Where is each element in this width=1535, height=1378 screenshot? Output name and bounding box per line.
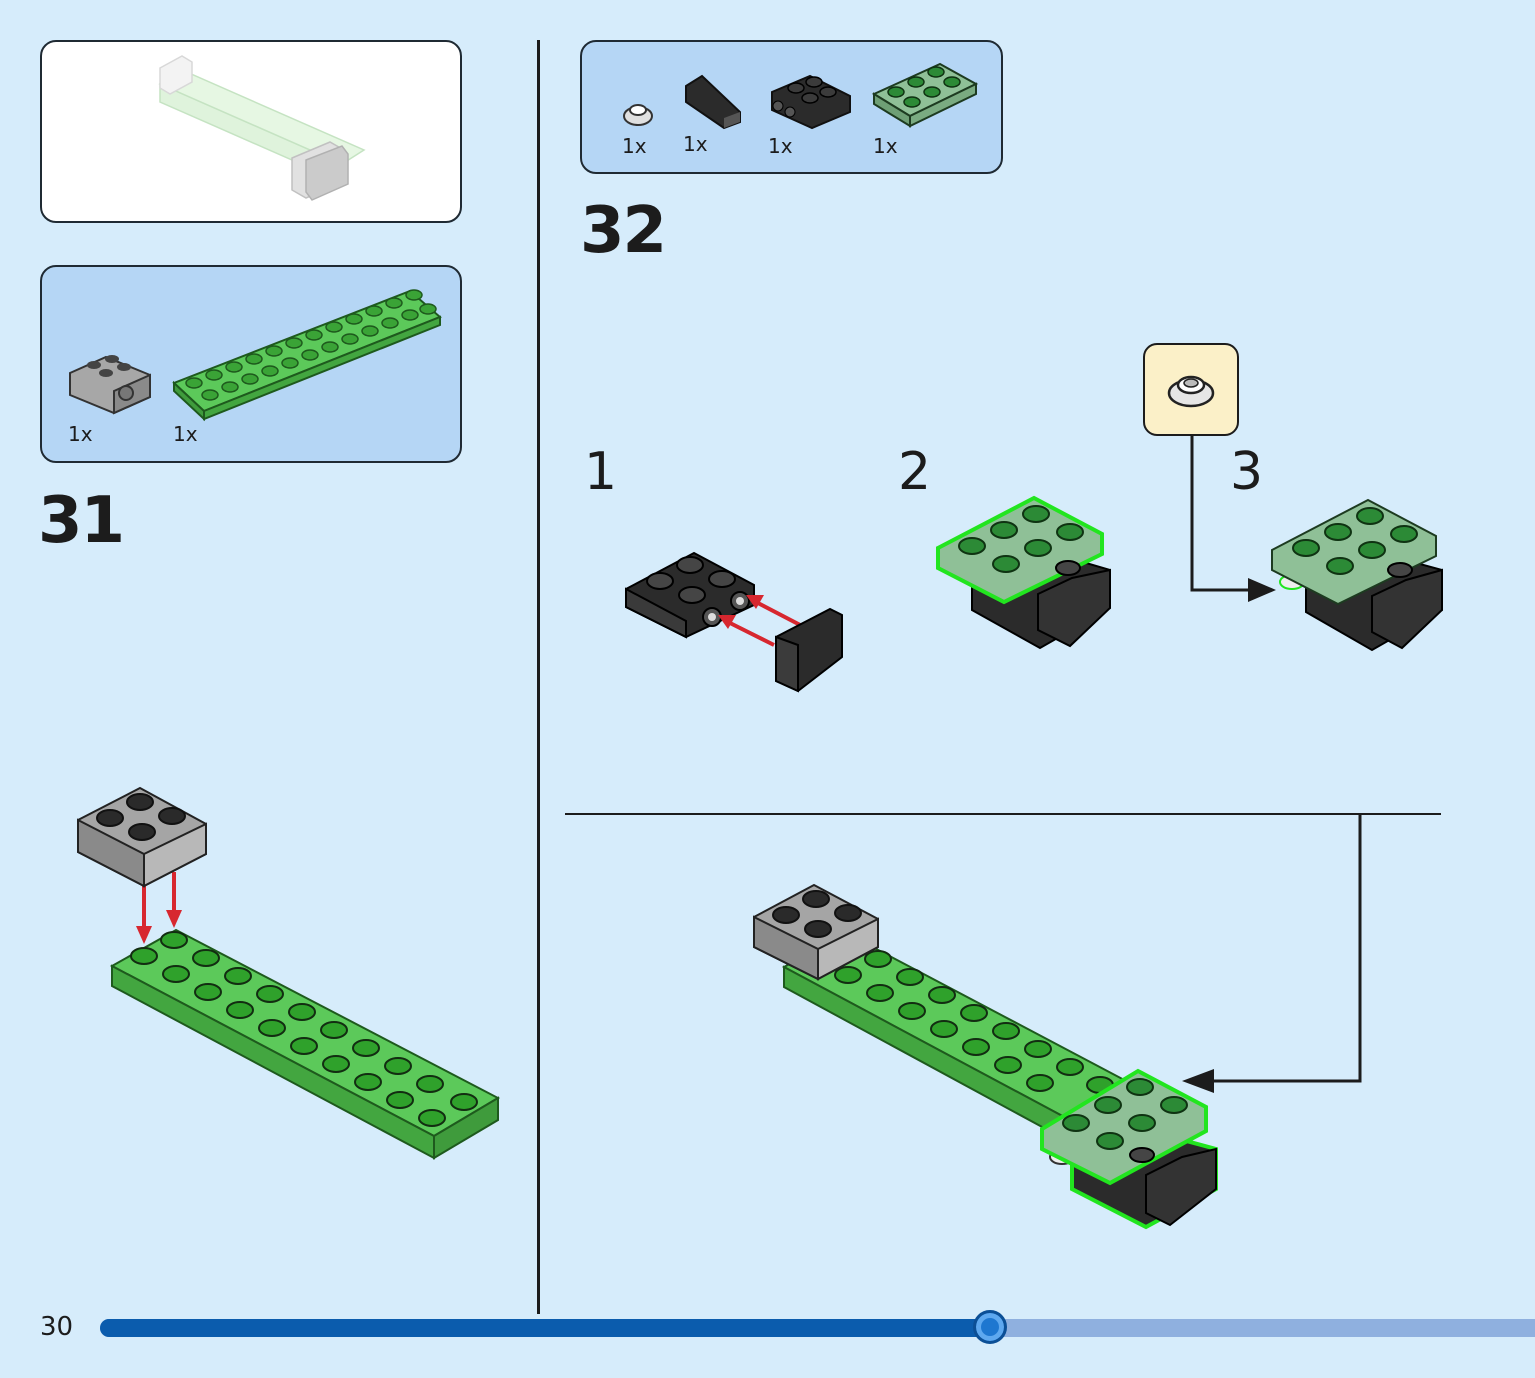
substep-number: 1 [584,442,618,502]
progress-fill [100,1319,990,1337]
page-divider [537,40,540,1314]
substep-number: 3 [1230,442,1264,502]
assembly-arrow-icon [1182,813,1362,1093]
substep-2-illustration [936,495,1111,650]
step-32-assembly [753,883,1218,1230]
previous-model-faded [158,55,366,201]
part-qty: 1x [68,422,93,446]
substep-divider [565,813,1441,815]
white-round-plate-icon [623,104,653,126]
black-bracket-icon [771,74,851,130]
light-gray-brick-icon [69,355,151,415]
step-31-parts-list: 1x 1x [40,265,462,463]
callout-arrow-icon [1190,436,1276,602]
substep-number: 2 [898,442,932,502]
substep-3-illustration [1271,498,1443,652]
part-qty: 1x [173,422,198,446]
progress-knob[interactable] [973,1310,1007,1344]
part-qty: 1x [768,134,793,158]
step-number: 31 [38,484,125,558]
step-number: 32 [580,194,667,268]
substep-1-illustration [625,551,843,693]
part-qty: 1x [873,134,898,158]
bright-green-plate-icon [172,289,442,422]
previous-step-preview [40,40,462,223]
white-round-plate-icon [1167,375,1215,408]
page-number: 30 [40,1312,74,1342]
part-callout-round-plate [1143,343,1239,436]
sand-green-plate-icon [871,62,979,128]
step-32-parts-list: 1x 1x 1x 1x [580,40,1003,174]
black-slope-icon [685,74,741,130]
step-31-assembly [77,786,501,1160]
part-qty: 1x [683,132,708,156]
part-qty: 1x [622,134,647,158]
